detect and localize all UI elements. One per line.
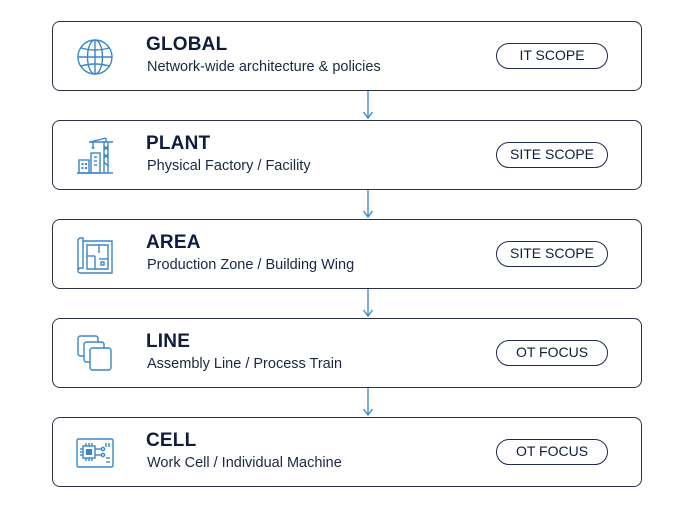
scope-badge: OT FOCUS [496,439,608,465]
flow-arrow [362,90,374,120]
level-card-cell: CELL Work Cell / Individual Machine OT F… [52,417,642,487]
floor-plan-icon [75,235,115,275]
level-title: LINE [146,331,191,352]
level-card-line: LINE Assembly Line / Process Train OT FO… [52,318,642,388]
flow-arrow [362,288,374,318]
globe-icon [75,37,115,77]
scope-badge: SITE SCOPE [496,241,608,267]
level-subtitle: Production Zone / Building Wing [147,257,355,273]
circuit-board-icon [75,433,115,473]
factory-crane-icon [75,136,115,176]
flow-arrow [362,189,374,219]
level-card-plant: PLANT Physical Factory / Facility SITE S… [52,120,642,190]
level-subtitle: Assembly Line / Process Train [147,356,343,372]
level-card-global: GLOBAL Network-wide architecture & polic… [52,21,642,91]
scope-badge: OT FOCUS [496,340,608,366]
level-subtitle: Physical Factory / Facility [147,158,311,174]
level-title: PLANT [146,133,211,154]
flow-arrow [362,387,374,417]
scope-badge: SITE SCOPE [496,142,608,168]
level-subtitle: Work Cell / Individual Machine [147,455,342,471]
level-title: AREA [146,232,201,253]
scope-badge: IT SCOPE [496,43,608,69]
level-title: CELL [146,430,197,451]
level-card-area: AREA Production Zone / Building Wing SIT… [52,219,642,289]
level-title: GLOBAL [146,34,228,55]
level-subtitle: Network-wide architecture & policies [147,59,381,75]
stacked-layers-icon [75,334,115,374]
